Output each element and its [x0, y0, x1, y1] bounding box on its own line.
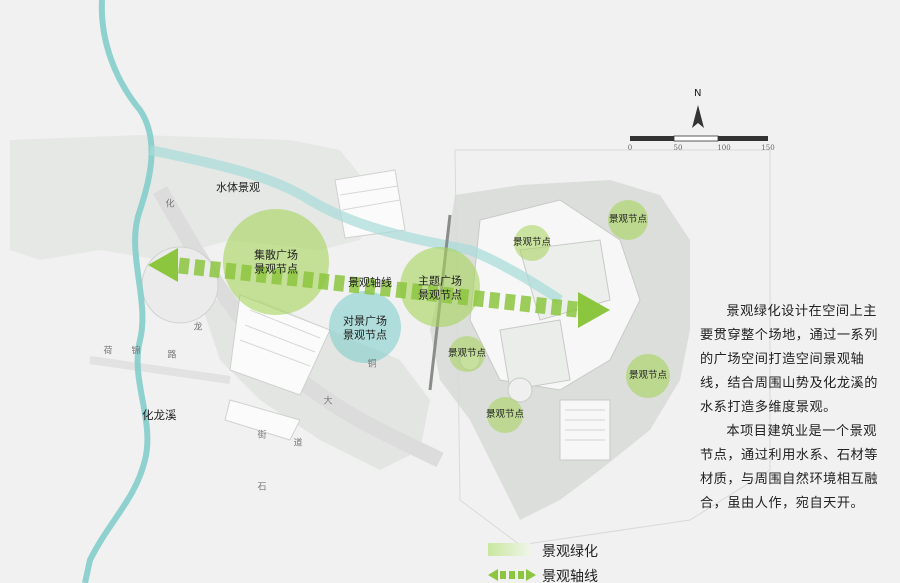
green-node-ne	[608, 200, 648, 240]
axis-dash	[317, 272, 330, 290]
label-node-e: 景观节点	[628, 370, 668, 382]
axis-dash	[379, 279, 392, 297]
green-node-disperse	[223, 209, 329, 315]
road-char-1: 化	[165, 199, 175, 210]
axis-dash	[364, 278, 377, 296]
river-hualong	[82, 0, 155, 583]
axis-dash	[473, 290, 485, 308]
road-char-7: 街	[257, 430, 267, 441]
axis-dash	[224, 262, 237, 280]
label-axis: 景观轴线	[348, 276, 392, 289]
landscape-axis	[148, 248, 610, 328]
description-text: 景观绿化设计在空间上主要贯穿整个场地，通过一系列的广场空间打造空间景观轴线，结合…	[700, 300, 890, 516]
green-node-w	[449, 336, 485, 372]
road-char-9: 石	[257, 482, 267, 493]
road-char-3: 荷	[103, 346, 113, 357]
plaza-disperse-line1: 集散广场	[254, 248, 298, 262]
scale-50: 50	[673, 144, 683, 152]
legend-green-label: 景观绿化	[542, 544, 598, 560]
label-node-n: 景观节点	[512, 237, 552, 249]
axis-dash	[240, 264, 252, 282]
scale-150: 150	[761, 144, 775, 152]
axis-dash	[193, 259, 206, 277]
axis-dash	[209, 260, 221, 278]
label-water-landscape: 水体景观	[216, 181, 260, 194]
road-char-5: 路	[167, 350, 177, 361]
legend-axis-swatch	[488, 569, 536, 581]
axis-dash	[302, 271, 315, 289]
plaza-opposite-line1: 对景广场	[343, 314, 387, 328]
green-node-main	[400, 247, 480, 327]
axis-dash	[519, 295, 532, 313]
axis-dash	[488, 291, 501, 309]
scale-100: 100	[717, 144, 731, 152]
green-node-s	[487, 397, 523, 433]
axis-dash	[566, 300, 578, 318]
water-band	[148, 145, 563, 305]
compass-icon	[692, 105, 704, 128]
site-boundary	[454, 149, 771, 546]
label-node-ne: 景观节点	[608, 214, 648, 226]
axis-dash	[286, 269, 299, 287]
label-node-w: 景观节点	[447, 348, 487, 360]
plaza-opposite-line2: 景观节点	[343, 328, 387, 341]
label-plaza-disperse: 集散广场 景观节点	[254, 248, 298, 276]
axis-dash	[348, 276, 361, 294]
green-node-n	[514, 225, 550, 261]
axis-dash	[255, 266, 268, 284]
road-char-10: 铜	[367, 359, 377, 370]
road-secondary	[89, 356, 231, 384]
axis-dash	[271, 267, 283, 285]
axis-dash	[178, 257, 190, 275]
teal-node-opposite	[329, 291, 401, 363]
label-plaza-main: 主题广场 景观节点	[418, 274, 462, 302]
legend-green-swatch	[488, 543, 530, 556]
road-char-2: 龙	[193, 322, 203, 333]
axis-dash	[441, 286, 454, 304]
label-plaza-opposite: 对景广场 景观节点	[343, 314, 387, 342]
axis-dash	[535, 297, 547, 315]
scale-0: 0	[627, 144, 633, 152]
plaza-main-line1: 主题广场	[418, 274, 462, 288]
label-river: 化龙溪	[142, 408, 177, 422]
axis-dashes	[178, 257, 578, 318]
axis-dash	[550, 298, 563, 316]
compass-label: N	[694, 88, 702, 99]
road-char-4: 锦	[131, 346, 141, 357]
plaza-disperse-line2: 景观节点	[254, 262, 298, 275]
road-char-8: 道	[293, 438, 303, 449]
axis-dash	[410, 283, 423, 301]
axis-dash	[457, 288, 470, 306]
axis-dash	[426, 285, 439, 303]
description-paragraph-2: 本项目建筑业是一个景观节点，通过利用水系、石材等材质，与周围自然环境相互融合，虽…	[700, 424, 878, 511]
label-node-s: 景观节点	[485, 409, 525, 421]
road-char-6: 大	[323, 396, 333, 407]
legend-axis-label: 景观轴线	[542, 569, 598, 583]
green-node-e	[626, 354, 670, 398]
axis-dash	[333, 274, 346, 292]
scale-bar	[630, 135, 768, 142]
plaza-main-line2: 景观节点	[418, 288, 462, 301]
axis-dash	[504, 293, 516, 311]
axis-dash	[395, 281, 408, 299]
description-paragraph-1: 景观绿化设计在空间上主要贯穿整个场地，通过一系列的广场空间打造空间景观轴线，结合…	[700, 304, 878, 415]
